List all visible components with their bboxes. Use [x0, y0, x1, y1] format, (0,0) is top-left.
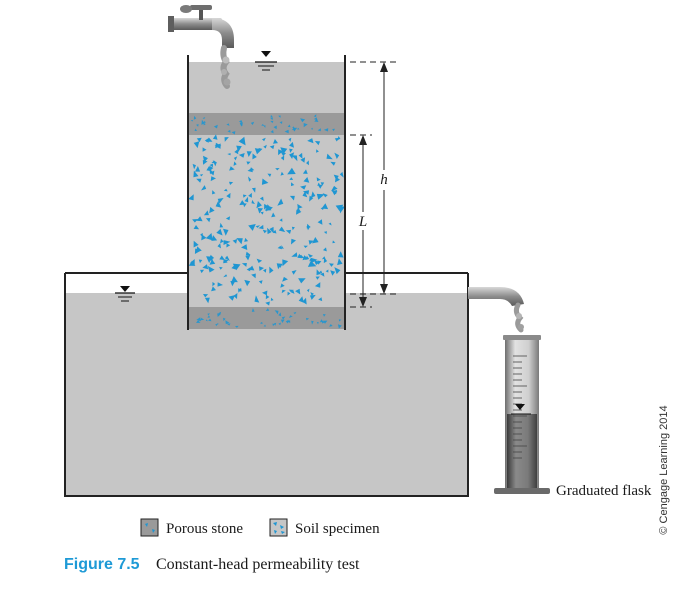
graduated-flask-label: Graduated flask	[556, 483, 652, 499]
top-porous-stone	[188, 113, 345, 135]
permeameter-column	[187, 55, 346, 330]
L-label: L	[358, 214, 367, 230]
copyright-notice: © Cengage Learning 2014	[658, 405, 670, 535]
figure-number: Figure 7.5	[64, 556, 140, 573]
lower-water-level-marker	[115, 286, 135, 302]
graduated-flask	[494, 335, 550, 494]
soil-grains	[188, 114, 346, 329]
upper-water-level-marker	[255, 51, 277, 71]
figure-title: Constant-head permeability test	[156, 556, 360, 573]
legend-soil-specimen-label: Soil specimen	[295, 521, 380, 537]
h-label: h	[380, 172, 388, 188]
legend-soil-specimen-swatch	[269, 518, 288, 537]
dimension-L: L	[350, 134, 372, 308]
outlet-pipe	[468, 287, 524, 333]
soil-specimen	[188, 135, 345, 307]
legend-porous-stone-swatch	[140, 518, 159, 537]
faucet-icon	[168, 5, 234, 89]
dimension-h: h	[350, 61, 396, 295]
legend-porous-stone-label: Porous stone	[166, 521, 244, 537]
